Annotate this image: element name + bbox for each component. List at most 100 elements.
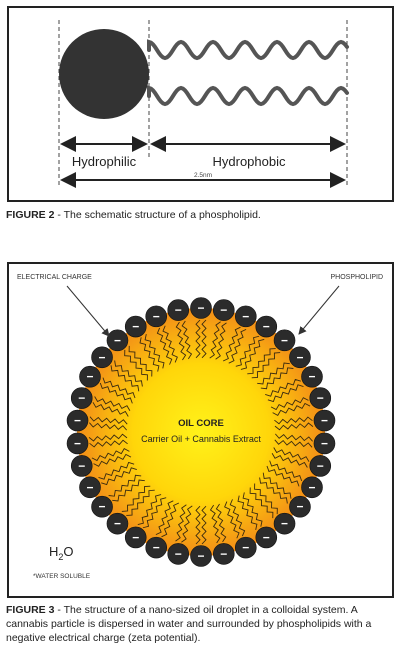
negative-charge-icon: − xyxy=(220,303,227,317)
phospholipid-tail xyxy=(155,500,174,536)
phospholipid-head: − xyxy=(124,315,147,338)
phospholipid-tail xyxy=(161,502,180,538)
negative-charge-icon: − xyxy=(220,547,227,561)
oil-core-subtitle: Carrier Oil + Cannabis Extract xyxy=(141,434,261,444)
phospholipid-head: − xyxy=(70,387,93,409)
phospholipid-head: − xyxy=(313,432,336,455)
phospholipid-tail xyxy=(121,485,151,512)
phospholipid-tail xyxy=(94,396,131,411)
negative-charge-icon: − xyxy=(317,459,324,473)
figure3-caption-prefix: FIGURE 3 xyxy=(6,604,55,616)
water-h: H xyxy=(49,544,58,559)
head-circle xyxy=(66,409,89,432)
phospholipid-head: − xyxy=(289,346,311,369)
phospholipid-tail xyxy=(144,334,165,369)
phospholipid-tail xyxy=(270,397,309,411)
phospholipid-tail xyxy=(215,322,227,360)
phospholipid-head: − xyxy=(167,299,190,321)
negative-charge-icon: − xyxy=(74,414,81,428)
phospholipid-head: − xyxy=(167,543,190,565)
phospholipid-tail xyxy=(274,439,313,448)
hydrophilic-label: Hydrophilic xyxy=(72,154,137,169)
head-circle xyxy=(289,346,311,369)
negative-charge-icon: − xyxy=(296,350,303,364)
phospholipid-head: − xyxy=(91,346,113,369)
head-circle xyxy=(79,476,101,499)
phospholipid-tail xyxy=(201,319,207,359)
phospholipid-tail xyxy=(99,382,133,404)
phospholipid-head: − xyxy=(289,495,311,518)
phospholipid-pointer xyxy=(298,285,340,335)
phospholipid-tail xyxy=(162,325,178,363)
head-circle xyxy=(301,476,323,499)
oil-droplet-diagram: −−−−−−−−−−−−−−−−−−−−−−−−−−−−−−−−−− ELECT… xyxy=(17,274,383,580)
phospholipid-tail xyxy=(251,352,281,379)
phospholipid-tail xyxy=(254,483,278,515)
head-circle xyxy=(145,536,168,559)
length-label: 2.5nm xyxy=(194,172,212,179)
phospholipid-tail xyxy=(91,448,130,462)
head-circle xyxy=(106,329,129,352)
negative-charge-icon: − xyxy=(86,370,93,384)
phospholipid-tail xyxy=(114,360,143,387)
head-circle xyxy=(255,526,278,549)
figure2-panel: Hydrophilic Hydrophobic 2.5nm xyxy=(7,6,394,202)
negative-charge-icon: − xyxy=(153,309,160,323)
phospholipid-diagram: Hydrophilic Hydrophobic 2.5nm xyxy=(58,20,349,188)
phospholipid-head: − xyxy=(66,409,89,432)
head-circle xyxy=(273,329,296,352)
phospholipid-tail xyxy=(274,416,313,425)
head-circle xyxy=(106,512,129,535)
figure2-caption: FIGURE 2 - The schematic structure of a … xyxy=(6,208,394,222)
head-circle xyxy=(124,315,147,338)
head-circle xyxy=(145,305,168,328)
phospholipid-head: − xyxy=(313,409,336,432)
head-circle xyxy=(273,512,296,535)
phospholipid-tail xyxy=(89,422,127,431)
phospholipid-tails xyxy=(88,319,314,545)
negative-charge-icon: − xyxy=(296,500,303,514)
negative-charge-icon: − xyxy=(197,549,204,563)
negative-charge-icon: − xyxy=(197,301,204,315)
phospholipid-tail xyxy=(215,503,227,543)
head-circle xyxy=(190,297,212,319)
water-sub: 2 xyxy=(58,552,63,562)
phospholipid-tail xyxy=(266,465,300,487)
hydrophilic-head xyxy=(59,29,149,119)
negative-charge-icon: − xyxy=(86,480,93,494)
head-circle xyxy=(301,365,323,388)
negative-charge-icon: − xyxy=(74,436,81,450)
negative-charge-icon: − xyxy=(281,517,288,531)
phospholipid-tail xyxy=(98,461,135,480)
figure2-caption-prefix: FIGURE 2 xyxy=(6,209,55,221)
phospholipid-tail xyxy=(273,447,310,462)
head-circle xyxy=(91,346,113,369)
phospholipid-head: − xyxy=(255,526,278,549)
head-circle xyxy=(212,299,235,321)
head-circle xyxy=(309,455,332,477)
negative-charge-icon: − xyxy=(78,391,85,405)
phospholipid-heads: −−−−−−−−−−−−−−−−−−−−−−−−−−−−−−−−−− xyxy=(66,297,336,567)
phospholipid-tail xyxy=(247,348,276,375)
phospholipid-head: − xyxy=(106,329,129,352)
phospholipid-head: − xyxy=(234,305,257,328)
phospholipid-head: − xyxy=(301,476,323,499)
phospholipid-tail xyxy=(93,453,132,467)
phospholipid-tail xyxy=(267,384,304,403)
head-circle xyxy=(234,536,257,559)
head-circle xyxy=(167,543,190,565)
phospholipid-head: − xyxy=(301,365,323,388)
head-circle xyxy=(70,387,93,409)
phospholipid-tail xyxy=(175,504,187,542)
head-circle xyxy=(313,432,336,455)
negative-charge-icon: − xyxy=(242,541,249,555)
phospholipid-tail xyxy=(108,474,142,497)
phospholipid-tail xyxy=(242,492,263,527)
phospholipid-tail xyxy=(259,477,288,504)
phospholipid-tail xyxy=(181,320,193,360)
figure3-panel: −−−−−−−−−−−−−−−−−−−−−−−−−−−−−−−−−− ELECT… xyxy=(7,262,394,598)
phospholipid-tail xyxy=(275,433,313,442)
negative-charge-icon: − xyxy=(263,530,270,544)
head-circle xyxy=(91,495,113,518)
negative-charge-icon: − xyxy=(321,414,328,428)
